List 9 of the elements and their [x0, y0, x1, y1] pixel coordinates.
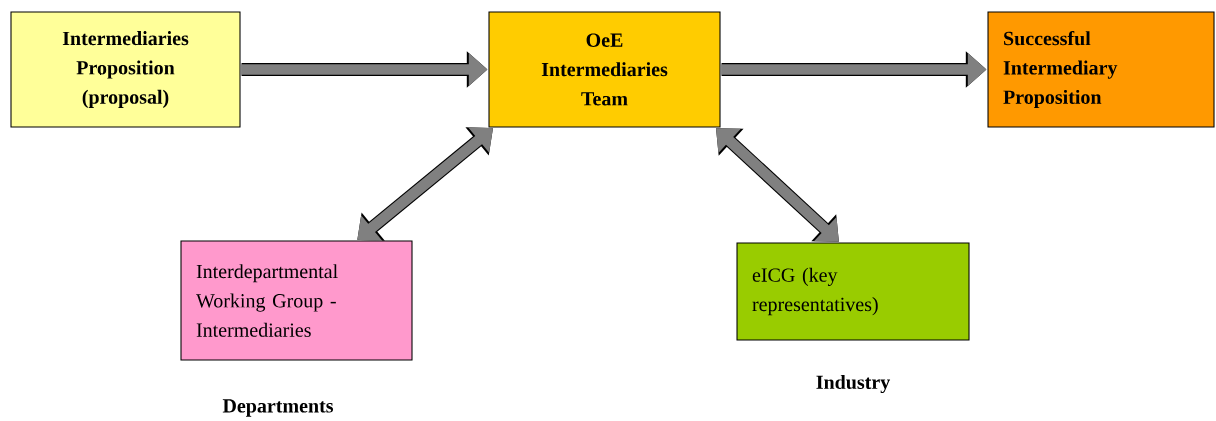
process-box: Successful Intermediary Proposition	[987, 11, 1215, 128]
process-box: OeE Intermediaries Team	[488, 11, 721, 128]
block-arrow	[716, 128, 839, 242]
group-caption: Departments	[222, 399, 334, 417]
process-box: Intermediaries Proposition (proposal)	[10, 11, 241, 128]
process-box: eICG (key representatives)	[736, 242, 970, 341]
process-box: Interdepartmental Working Group - Intermediaries	[180, 240, 413, 361]
group-caption: Industry	[816, 374, 891, 394]
block-arrow	[357, 127, 493, 241]
